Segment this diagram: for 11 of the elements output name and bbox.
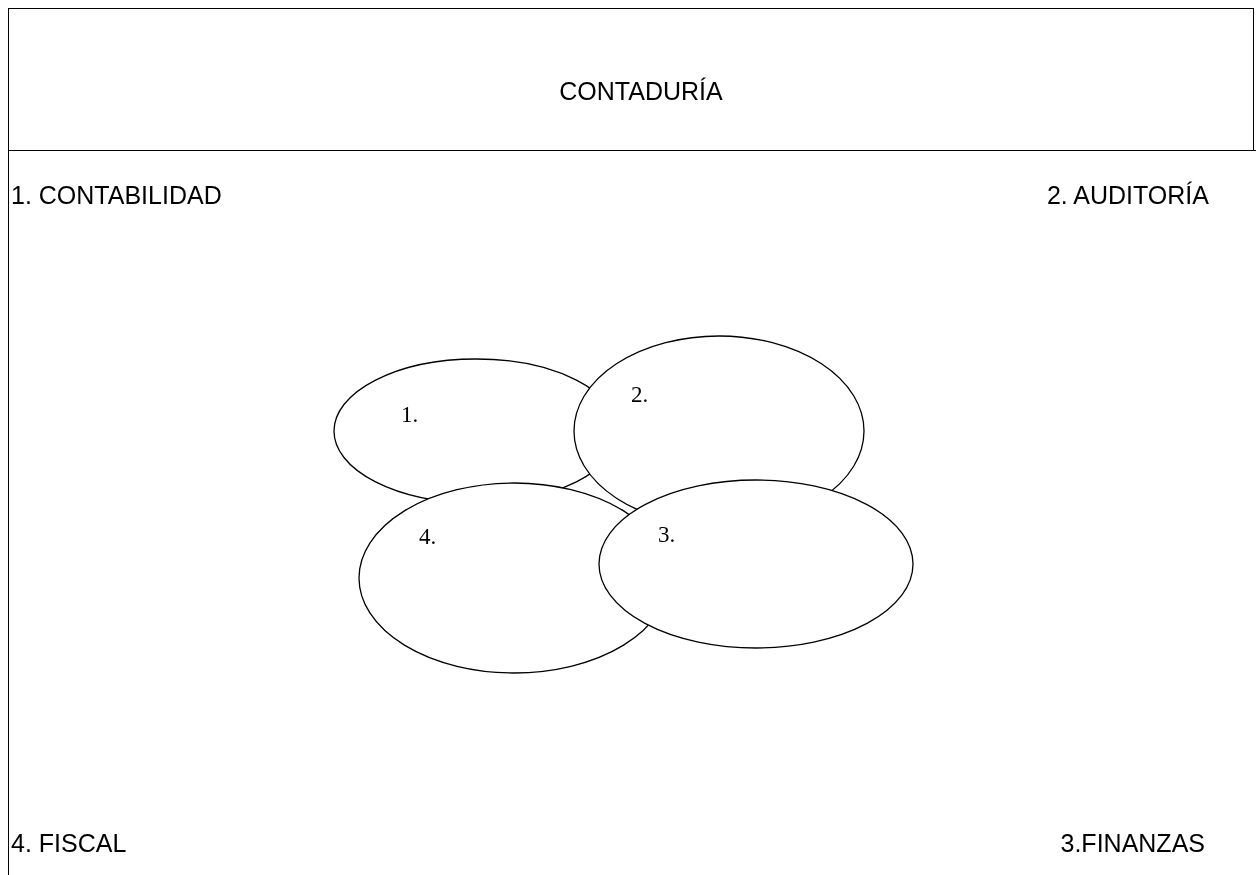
heading-text: 2. AUDITORÍA bbox=[1046, 183, 1209, 208]
heading-text: 1. CONTABILIDAD bbox=[11, 183, 222, 208]
heading-text: 4. FISCAL bbox=[11, 831, 127, 856]
ellipse-number: 2. bbox=[631, 383, 649, 406]
panel-box bbox=[8, 8, 1254, 151]
ellipse-number: 1. bbox=[401, 403, 419, 426]
heading-text: 3.FINANZAS bbox=[1060, 831, 1205, 856]
ellipse-number: 4. bbox=[419, 525, 437, 548]
heading-text: CONTADURÍA bbox=[559, 79, 723, 104]
panel-box bbox=[8, 150, 1256, 875]
ellipse-number: 3. bbox=[658, 523, 676, 546]
